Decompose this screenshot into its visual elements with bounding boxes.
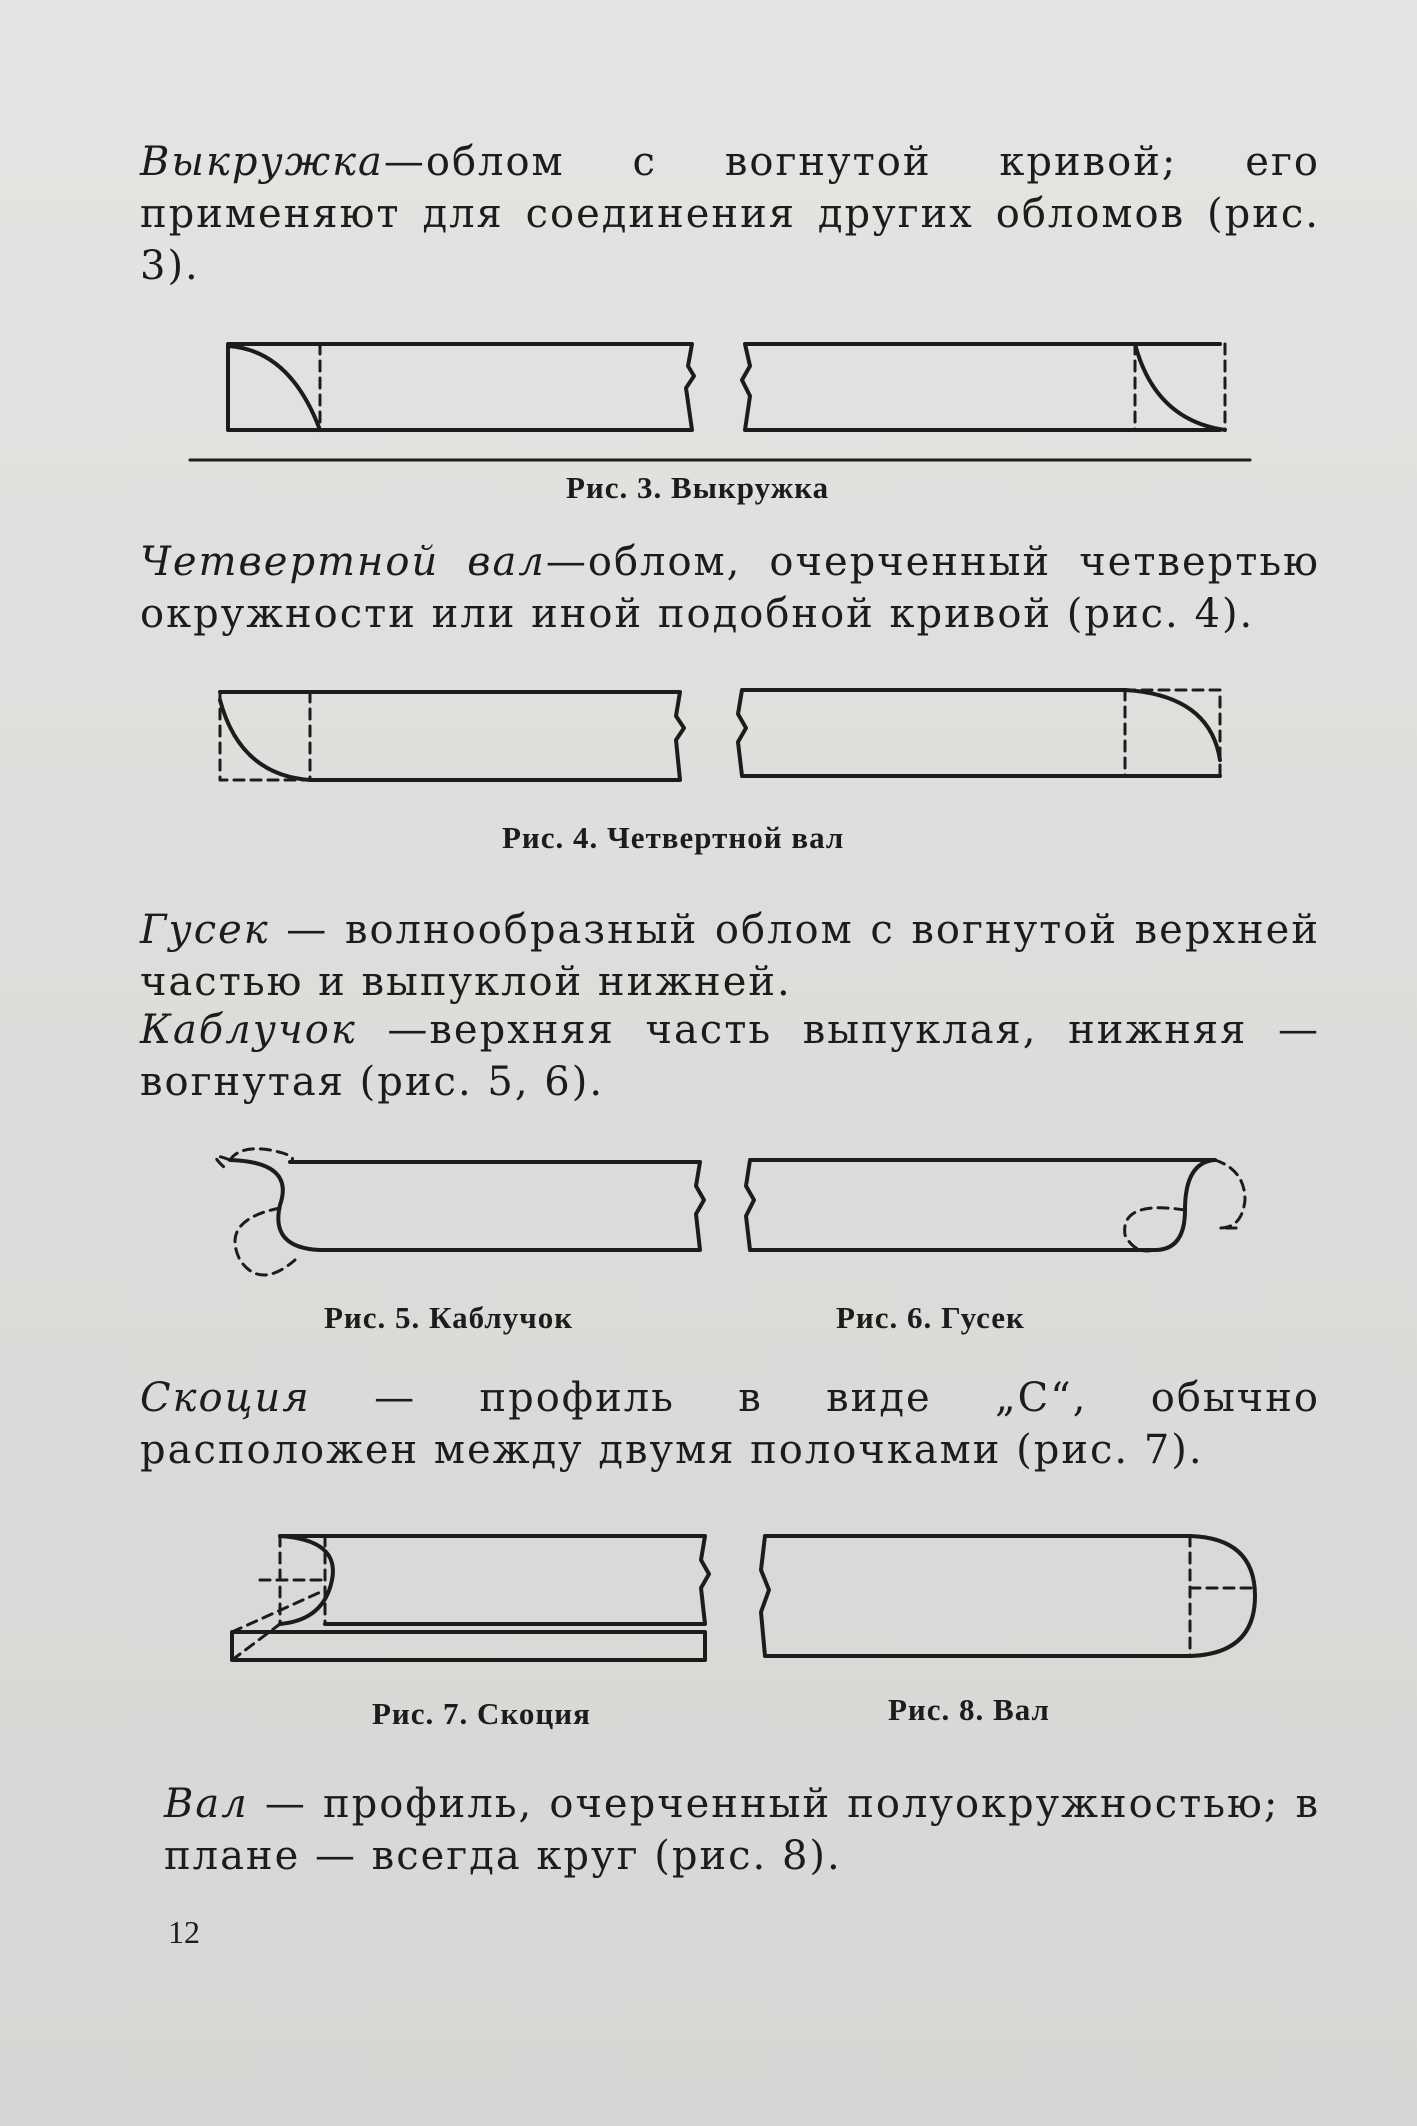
- fig5-dash-upper: [214, 1147, 294, 1170]
- definition-vykruzhka: —облом с вогнутой кривой; его применяют …: [140, 139, 1320, 289]
- fig6-dash-circle-right: [1213, 1158, 1247, 1230]
- fig4-right-convex-curve: [1123, 688, 1222, 762]
- fig6-ogee-curve: [1153, 1158, 1217, 1252]
- paragraph-vykruzhka: Выкружка—облом с вогнутой кривой; его пр…: [140, 136, 1320, 292]
- fig3-right-piece: [740, 342, 1222, 432]
- definition-val: — профиль, очерченный полуокружностью; в…: [164, 1781, 1320, 1879]
- fig8-half-circle: [1188, 1534, 1257, 1658]
- fig3-left-concave-curve: [226, 344, 322, 432]
- definition-skotsiya: — профиль в виде „С“, обычно расположен …: [140, 1375, 1320, 1473]
- term-chetvertnoy-val: Четвертной вал: [140, 539, 546, 585]
- definition-kabluchok: —верхняя часть выпуклая, нижняя — вогнут…: [140, 1007, 1320, 1105]
- term-val: Вал: [164, 1781, 249, 1827]
- fig3-right-dash: [1133, 342, 1227, 432]
- fig4-right-piece: [736, 688, 1222, 778]
- definition-chetvertnoy-val: —облом, очерченный четвертью окружности …: [140, 539, 1320, 637]
- caption-fig-6: Рис. 6. Гусек: [836, 1300, 1025, 1335]
- figures-5-6: [214, 1147, 1247, 1277]
- fig5-dash-lower: [233, 1206, 297, 1277]
- term-vykruzhka: Выкружка: [140, 139, 384, 185]
- fig5-piece: [288, 1160, 706, 1252]
- fig6-piece: [744, 1158, 1217, 1252]
- paragraph-kabluchok: Каблучок —верхняя часть выпуклая, нижняя…: [140, 1004, 1320, 1108]
- term-gusek: Гусек: [140, 907, 270, 953]
- term-skotsiya: Скоция: [140, 1375, 311, 1421]
- caption-fig-7: Рис. 7. Скоция: [372, 1696, 591, 1731]
- caption-fig-3: Рис. 3. Выкружка: [566, 470, 830, 505]
- fig7-upper-fillet: [278, 1534, 711, 1626]
- page-number: 12: [168, 1914, 200, 1950]
- definition-gusek: — волнообразный облом с вогнутой верхней…: [140, 907, 1320, 1005]
- fig8-piece: [759, 1534, 1192, 1658]
- fig6-dash-circle-left: [1123, 1206, 1187, 1253]
- figures-7-8: [230, 1534, 1257, 1662]
- fig4-left-convex-curve: [218, 698, 312, 782]
- fig4-right-dash: [1123, 688, 1222, 778]
- figure-3-vykruzhka: [188, 342, 1252, 462]
- caption-fig-8: Рис. 8. Вал: [888, 1692, 1050, 1727]
- fig7-lower-fillet: [230, 1630, 707, 1662]
- paragraph-chetvertnoy-val: Четвертной вал—облом, очерченный четверт…: [140, 536, 1320, 640]
- figure-4-chetvertnoy-val: [218, 688, 1222, 782]
- fig4-left-dash: [218, 690, 312, 782]
- fig5-ogee-curve: [228, 1158, 322, 1252]
- paragraph-gusek: Гусек — волнообразный облом с вогнутой в…: [140, 904, 1320, 1008]
- fig7-dash-diagonal: [230, 1578, 327, 1662]
- term-kabluchok: Каблучок: [140, 1007, 357, 1053]
- paragraph-val: Вал — профиль, очерченный полуокружность…: [164, 1778, 1320, 1882]
- caption-fig-5: Рис. 5. Каблучок: [324, 1300, 574, 1335]
- fig3-right-concave-curve: [1133, 342, 1227, 432]
- fig4-left-piece: [218, 690, 686, 782]
- paragraph-skotsiya: Скоция — профиль в виде „С“, обычно расп…: [140, 1372, 1320, 1476]
- fig3-left-dash-h: [226, 342, 322, 432]
- fig7-scotia-curve: [278, 1534, 335, 1626]
- caption-fig-4: Рис. 4. Четвертной вал: [502, 820, 845, 855]
